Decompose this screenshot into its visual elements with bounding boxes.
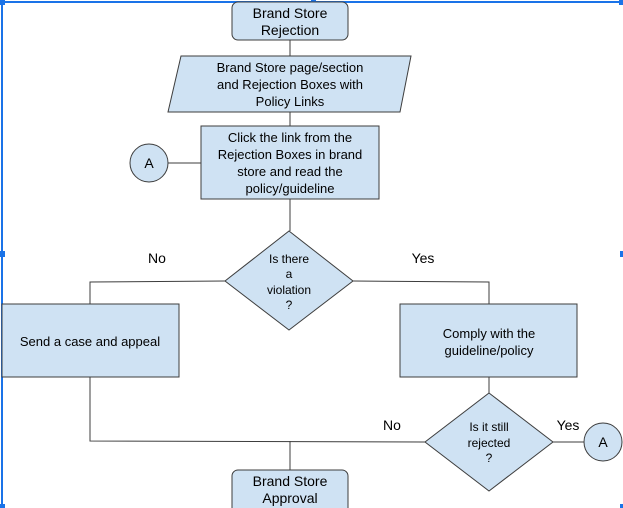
input-data-line-3: Policy Links — [256, 94, 325, 109]
input-data-line-2: and Rejection Boxes with — [217, 77, 363, 92]
appeal-process[interactable]: Send a case and appeal — [1, 303, 180, 378]
resize-handle-bottom-left[interactable] — [0, 504, 5, 508]
edge-violation-no-appeal[interactable] — [89, 280, 226, 304]
input-data-line-1: Brand Store page/section — [217, 60, 364, 75]
edge-appeal-and-no-merge[interactable] — [89, 377, 426, 443]
resize-handle-top-right[interactable] — [619, 0, 623, 5]
connector-a-left-label: A — [144, 155, 154, 171]
connector-a-left[interactable]: A — [129, 143, 169, 183]
violation-decision-line-4: ? — [286, 298, 293, 312]
input-data-shape — [167, 55, 412, 113]
edge-label-rejected-no: No — [383, 417, 401, 433]
read-policy-shape — [200, 125, 380, 200]
comply-process-line-2: guideline/policy — [445, 343, 534, 358]
input-data-node[interactable]: Brand Store page/section and Rejection B… — [167, 55, 412, 113]
comply-process[interactable]: Comply with the guideline/policy — [399, 303, 578, 378]
start-terminator-line-1: Brand Store — [253, 5, 328, 21]
start-terminator-shape — [231, 1, 349, 41]
connector-a-right[interactable]: A — [583, 422, 623, 462]
appeal-process-shape — [1, 303, 180, 378]
read-policy-line-1: Click the link from the — [228, 130, 352, 145]
appeal-process-line-1: Send a case and appeal — [20, 334, 160, 349]
violation-decision-line-2: a — [286, 267, 293, 281]
start-terminator[interactable]: Brand Store Rejection — [231, 1, 349, 41]
end-terminator-line-1: Brand Store — [253, 473, 328, 489]
read-policy-line-3: store and read the — [237, 164, 343, 179]
resize-handle-top-left[interactable] — [0, 0, 5, 5]
connector-a-left-shape — [129, 143, 169, 183]
read-policy-process[interactable]: Click the link from the Rejection Boxes … — [200, 125, 380, 200]
resize-handle-bottom-right[interactable] — [620, 504, 623, 508]
still-rejected-line-2: rejected — [468, 436, 511, 450]
connector-a-right-shape — [583, 422, 623, 462]
connectors — [89, 40, 584, 470]
resize-handle-middle-left[interactable] — [0, 251, 5, 257]
resize-handle-middle-right[interactable] — [620, 251, 623, 257]
edge-label-violation-yes: Yes — [412, 250, 435, 266]
end-terminator[interactable]: Brand Store Approval — [231, 469, 349, 508]
violation-decision-shape — [224, 230, 354, 331]
still-rejected-decision-shape — [424, 392, 554, 492]
read-policy-line-2: Rejection Boxes in brand — [218, 147, 363, 162]
end-terminator-shape — [231, 469, 349, 508]
connector-a-right-label: A — [598, 434, 608, 450]
violation-decision-line-3: violation — [267, 283, 311, 297]
still-rejected-line-1: Is it still — [469, 420, 508, 434]
edge-label-rejected-yes: Yes — [557, 417, 580, 433]
comply-process-line-1: Comply with the — [443, 326, 535, 341]
violation-decision-line-1: Is there — [269, 252, 309, 266]
edge-violation-yes-comply[interactable] — [352, 280, 490, 304]
read-policy-line-4: policy/guideline — [246, 181, 335, 196]
end-terminator-line-2: Approval — [262, 490, 317, 506]
still-rejected-line-3: ? — [486, 451, 493, 465]
still-rejected-decision[interactable]: Is it still rejected ? — [424, 392, 554, 492]
start-terminator-line-2: Rejection — [261, 22, 319, 38]
violation-decision[interactable]: Is there a violation ? — [224, 230, 354, 331]
edge-label-violation-no: No — [148, 250, 166, 266]
comply-process-shape — [399, 303, 578, 378]
